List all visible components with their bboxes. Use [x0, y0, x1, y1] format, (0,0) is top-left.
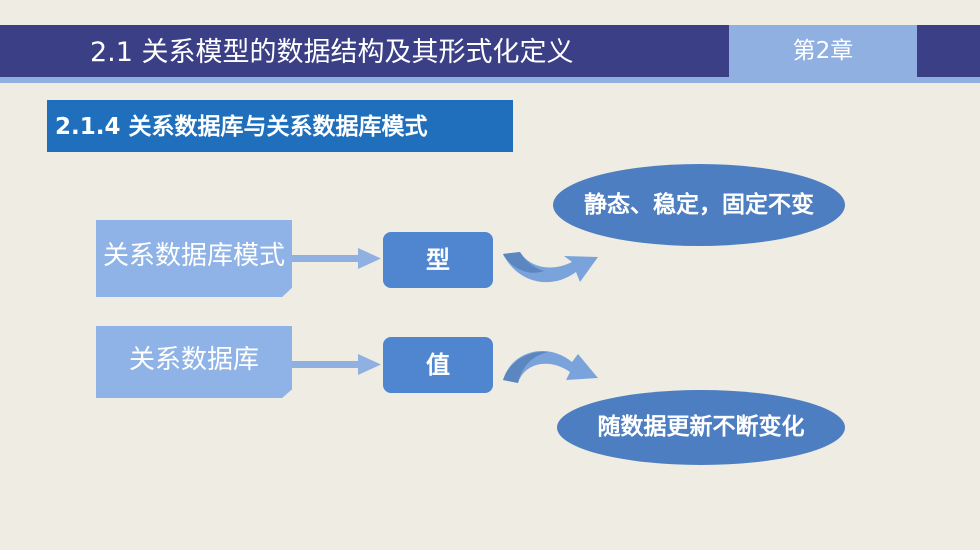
curved-arrow-down [503, 350, 598, 383]
database-to-value-arrow [292, 354, 381, 375]
section-title: 2.1.4 关系数据库与关系数据库模式 [47, 100, 513, 152]
change-ellipse: 随数据更新不断变化 [557, 390, 845, 465]
curved-arrow-up [503, 252, 598, 283]
database-box: 关系数据库 [96, 326, 292, 398]
stable-ellipse: 静态、稳定，固定不变 [553, 164, 845, 246]
schema-box: 关系数据库模式 [96, 220, 292, 297]
page-title: 2.1 关系模型的数据结构及其形式化定义 [90, 37, 574, 68]
chapter-label: 第2章 [729, 25, 917, 77]
schema-to-type-arrow [292, 248, 381, 269]
header-stripe [0, 77, 980, 83]
type-box: 型 [383, 232, 493, 288]
value-box: 值 [383, 337, 493, 393]
